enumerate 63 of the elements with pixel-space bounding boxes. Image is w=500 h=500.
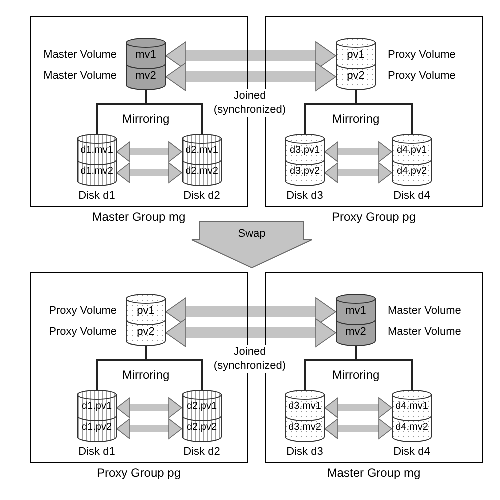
volume-caption: Proxy Volume xyxy=(388,70,456,82)
volume-caption: Master Volume xyxy=(388,326,462,338)
slice-name: d4.pv1 xyxy=(396,145,428,156)
volume-caption: Master Volume xyxy=(388,305,462,317)
slice-name: d4.mv2 xyxy=(396,422,428,433)
group-title: Master Group mg xyxy=(326,466,422,480)
slice-name: d3.mv2 xyxy=(288,422,322,433)
double-arrow xyxy=(324,398,392,418)
mirroring-label: Mirroring xyxy=(332,112,380,126)
volume-name: pv1 xyxy=(347,49,365,61)
swap-label: Swap xyxy=(238,228,266,240)
group-title: Master Group mg xyxy=(91,210,187,224)
volume-name: mv2 xyxy=(346,326,366,338)
volume-name: mv1 xyxy=(346,305,366,317)
volume-name: pv1 xyxy=(137,305,155,317)
slice-name: d3.pv1 xyxy=(290,145,320,156)
slice-name: d2.mv1 xyxy=(186,145,218,156)
double-arrow xyxy=(116,398,182,418)
double-arrow xyxy=(166,62,336,92)
double-arrow xyxy=(116,162,182,184)
volume-caption: Proxy Volume xyxy=(49,326,117,338)
mirroring-label: Mirroring xyxy=(332,368,380,382)
volume-name: pv2 xyxy=(137,326,155,338)
slice-name: d2.pv1 xyxy=(186,401,218,412)
disk-caption: Disk d4 xyxy=(394,446,430,458)
disk-caption: Disk d2 xyxy=(184,446,220,458)
disk-caption: Disk d3 xyxy=(286,446,324,458)
slice-name: d3.mv1 xyxy=(288,401,322,412)
connector-line xyxy=(355,89,413,134)
slice-name: d2.mv2 xyxy=(186,166,218,177)
volume-name: mv1 xyxy=(136,49,156,61)
connector-line xyxy=(145,89,203,134)
slice-name: d4.pv2 xyxy=(396,166,428,177)
connector-line xyxy=(355,345,413,390)
connector-line xyxy=(145,345,203,390)
double-arrow xyxy=(324,162,392,184)
group-title: Proxy Group pg xyxy=(96,466,182,480)
disk-caption: Disk d1 xyxy=(78,446,116,458)
slice-name: d1.pv2 xyxy=(82,422,112,433)
double-arrow xyxy=(166,318,336,348)
disk-caption: Disk d1 xyxy=(78,190,116,202)
slice-name: d3.pv2 xyxy=(290,166,320,177)
volume-caption: Master Volume xyxy=(44,49,117,61)
double-arrow xyxy=(116,418,182,440)
slice-name: d1.mv2 xyxy=(80,166,114,177)
mirroring-label: Mirroring xyxy=(122,368,170,382)
volume-caption: Master Volume xyxy=(44,70,117,82)
double-arrow xyxy=(324,142,392,162)
disk-caption: Disk d3 xyxy=(286,190,324,202)
disk-caption: Disk d2 xyxy=(184,190,220,202)
slice-name: d2.pv2 xyxy=(186,422,218,433)
mirroring-label: Mirroring xyxy=(122,112,170,126)
slice-name: d1.mv1 xyxy=(80,145,114,156)
disk-caption: Disk d4 xyxy=(394,190,430,202)
volume-name: pv2 xyxy=(347,70,365,82)
double-arrow xyxy=(324,418,392,440)
volume-caption: Proxy Volume xyxy=(388,49,456,61)
group-title: Proxy Group pg xyxy=(330,210,418,224)
volume-name: mv2 xyxy=(136,70,156,82)
slice-name: d1.pv1 xyxy=(82,401,112,412)
slice-name: d4.mv1 xyxy=(396,401,428,412)
volume-caption: Proxy Volume xyxy=(49,305,117,317)
double-arrow xyxy=(116,142,182,162)
